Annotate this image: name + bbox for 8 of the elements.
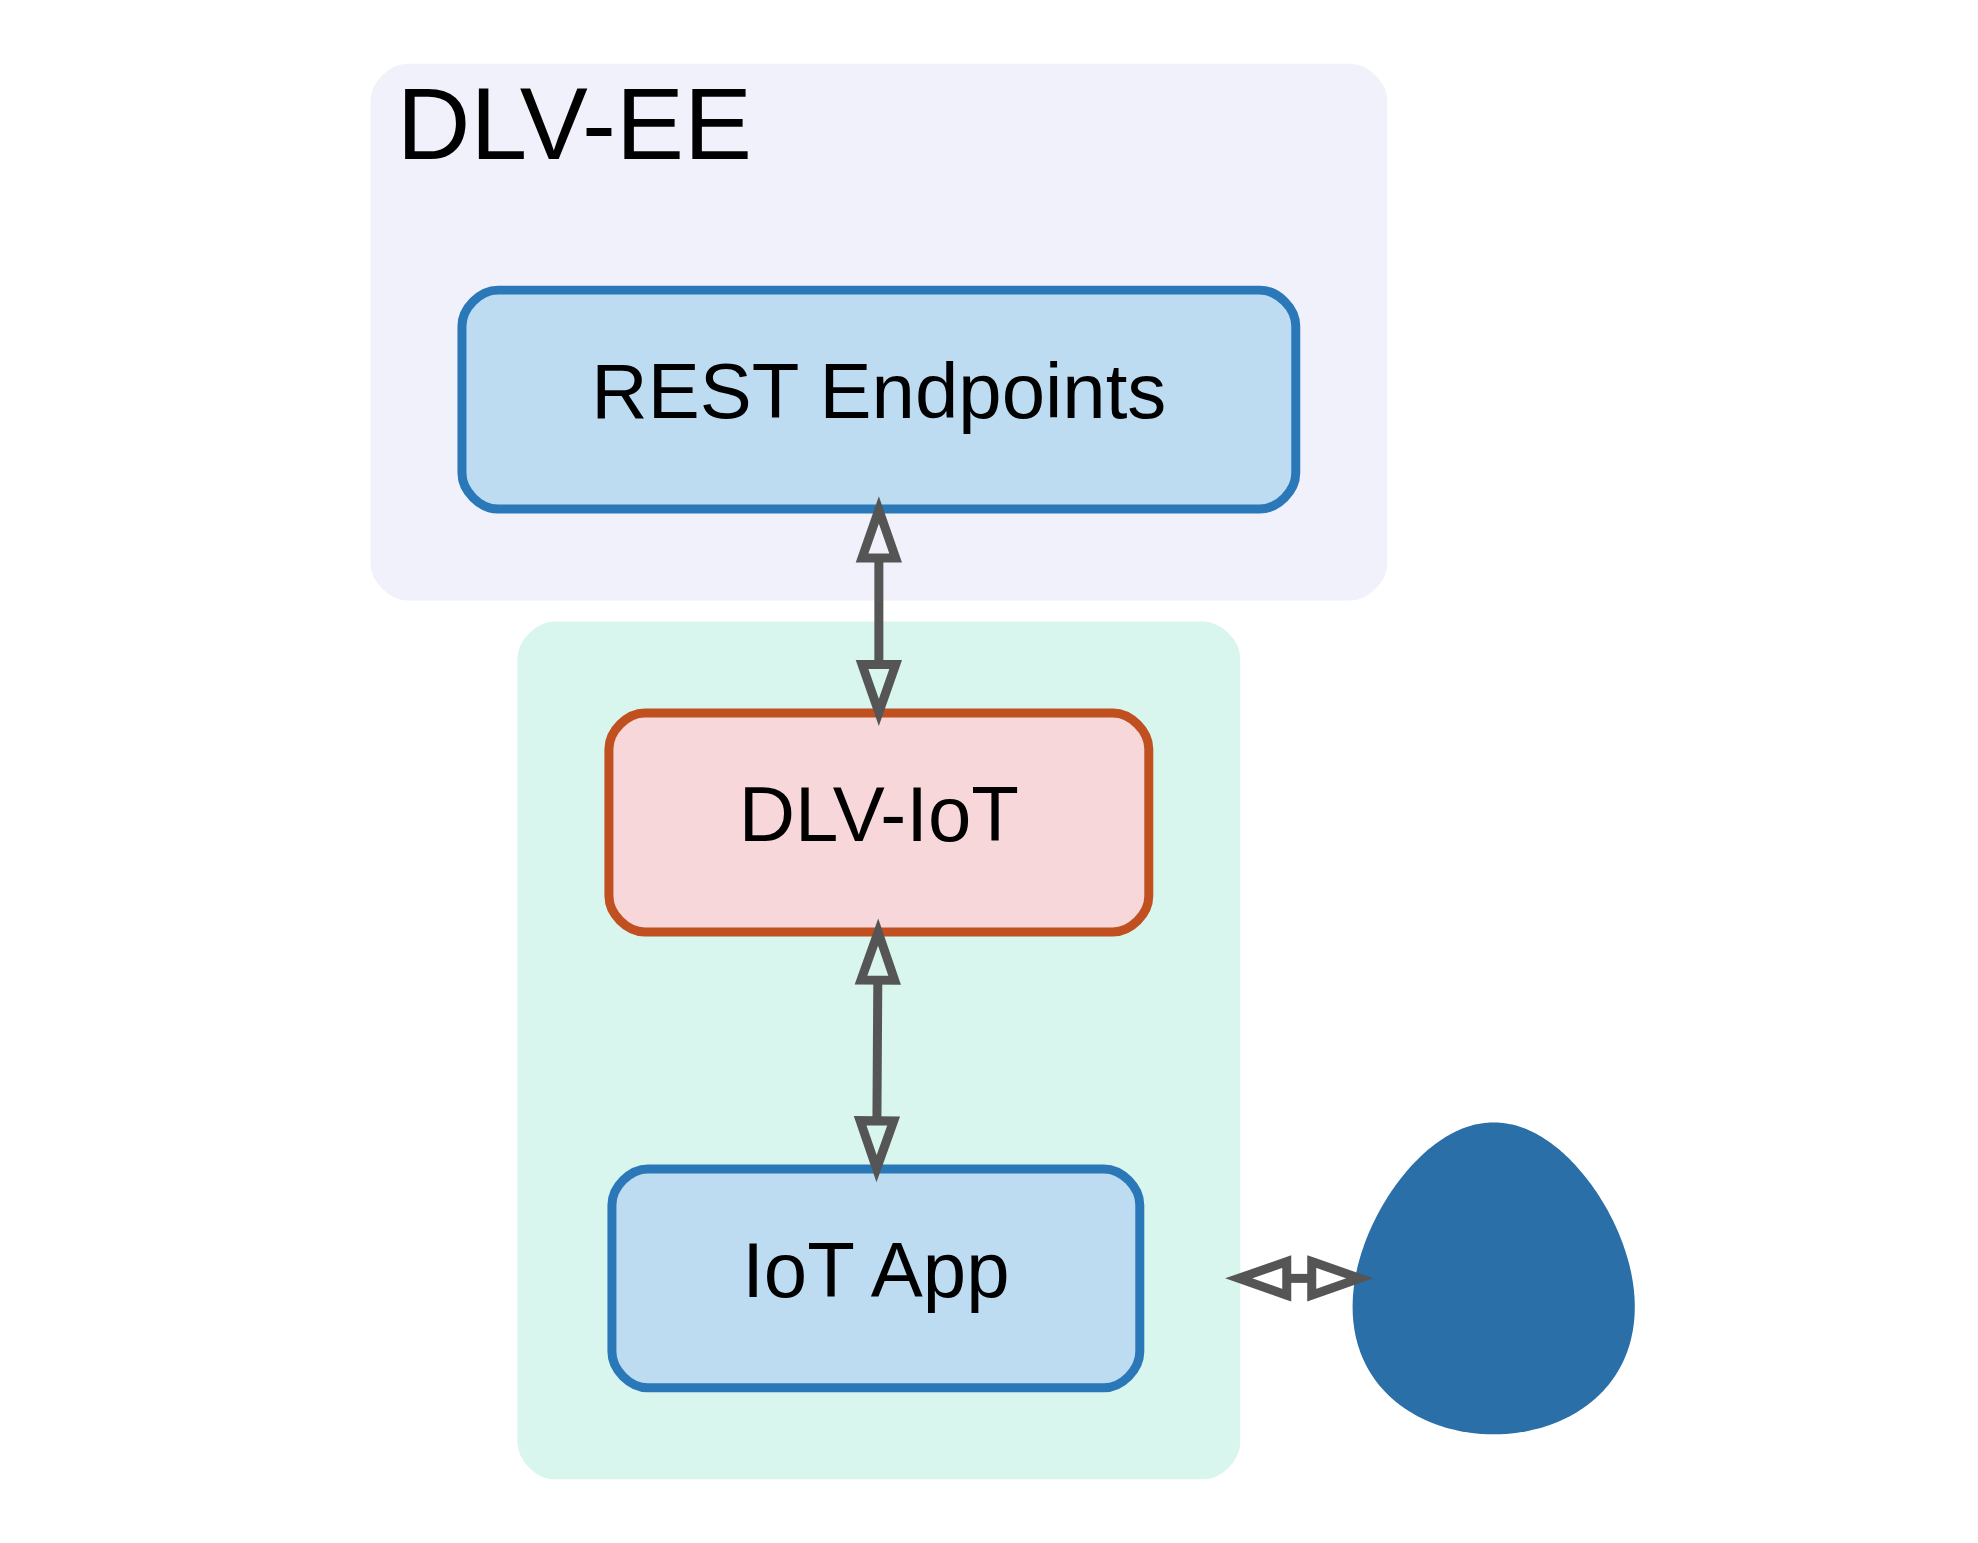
cluster bbox=[516, 621, 1240, 1480]
node-box: REST Endpoints bbox=[456, 285, 1300, 514]
arrow bbox=[1224, 1255, 1373, 1302]
node-box: IoT App bbox=[606, 1164, 1144, 1393]
arrow bbox=[853, 918, 901, 1183]
arrow bbox=[855, 496, 902, 727]
node-box: DLV-IoT bbox=[603, 708, 1153, 937]
node-person bbox=[1352, 1122, 1635, 1435]
